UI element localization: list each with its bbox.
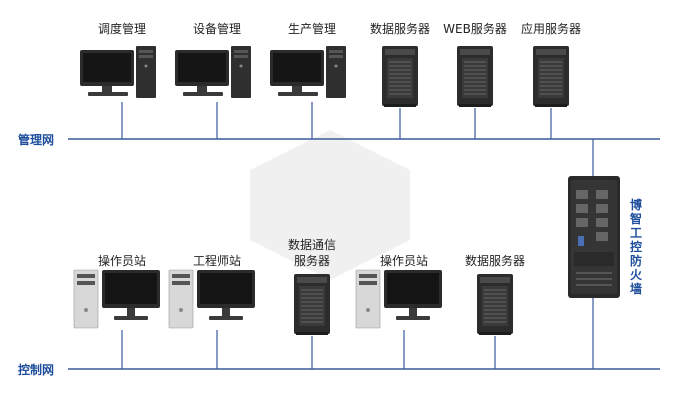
control-network-label: 控制网 xyxy=(18,363,55,377)
industrial-firewall-icon xyxy=(568,176,620,298)
desktop-pc-icon xyxy=(80,46,156,98)
management-network-label: 管理网 xyxy=(18,133,55,147)
workstation-icon xyxy=(168,269,256,329)
device-label: 数据通信 服务器 xyxy=(287,238,337,268)
tower-server-icon xyxy=(293,273,331,336)
workstation-icon xyxy=(355,269,443,329)
device-label: 操作员站 xyxy=(379,254,429,268)
tower-server-icon xyxy=(532,45,570,108)
device-label: 应用服务器 xyxy=(520,22,582,36)
watermark xyxy=(250,130,410,280)
device-label: 调度管理 xyxy=(97,22,147,36)
workstation-icon xyxy=(73,269,161,329)
tower-server-icon xyxy=(476,273,514,336)
device-label: 数据服务器 xyxy=(369,22,431,36)
device-label: 操作员站 xyxy=(97,254,147,268)
tower-server-icon xyxy=(456,45,494,108)
device-label: WEB服务器 xyxy=(443,22,507,36)
desktop-pc-icon xyxy=(175,46,251,98)
device-label: 生产管理 xyxy=(287,22,337,36)
device-label: 设备管理 xyxy=(192,22,242,36)
device-label: 数据服务器 xyxy=(464,254,526,268)
tower-server-icon xyxy=(381,45,419,108)
firewall-label: 博智工控防火墙 xyxy=(629,198,642,296)
desktop-pc-icon xyxy=(270,46,346,98)
device-label: 工程师站 xyxy=(192,254,242,268)
